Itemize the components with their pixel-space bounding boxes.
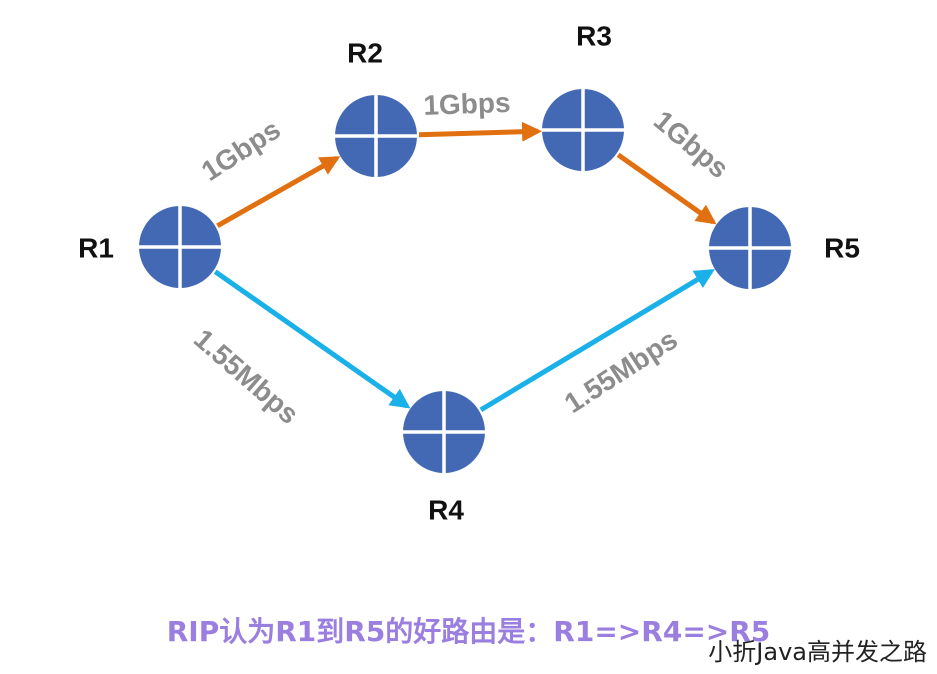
link-r3-r5	[616, 152, 717, 225]
links	[213, 121, 717, 412]
router-icon-r2	[335, 95, 417, 177]
caption: RIP认为R1到R5的好路由是：R1=>R4=>R5	[166, 615, 771, 648]
router-label-r3: R3	[576, 20, 612, 51]
link-label-r3-r5: 1Gbps	[648, 105, 735, 185]
router-icon-r4	[403, 391, 485, 473]
link-r1-r2	[216, 156, 341, 228]
router-icon-r5	[709, 207, 791, 289]
link-labels: 1Gbps 1Gbps 1Gbps 1.55Mbps 1.55Mbps	[188, 87, 735, 430]
link-label-r1-r4: 1.55Mbps	[188, 323, 305, 430]
watermark: 小折Java高并发之路	[708, 638, 927, 666]
link-r2-r3	[418, 121, 543, 142]
router-label-r2: R2	[347, 37, 383, 68]
router-icon-r1	[139, 206, 221, 288]
link-label-r1-r2: 1Gbps	[196, 114, 286, 187]
link-label-r2-r3: 1Gbps	[423, 87, 511, 121]
router-label-r1: R1	[78, 232, 114, 263]
router-label-r5: R5	[824, 232, 860, 263]
link-r4-r5	[479, 269, 715, 412]
link-label-r4-r5: 1.55Mbps	[559, 323, 683, 418]
link-r1-r4	[213, 269, 411, 409]
router-icon-r3	[542, 89, 624, 171]
router-label-r4: R4	[428, 494, 464, 525]
routers	[139, 89, 791, 473]
